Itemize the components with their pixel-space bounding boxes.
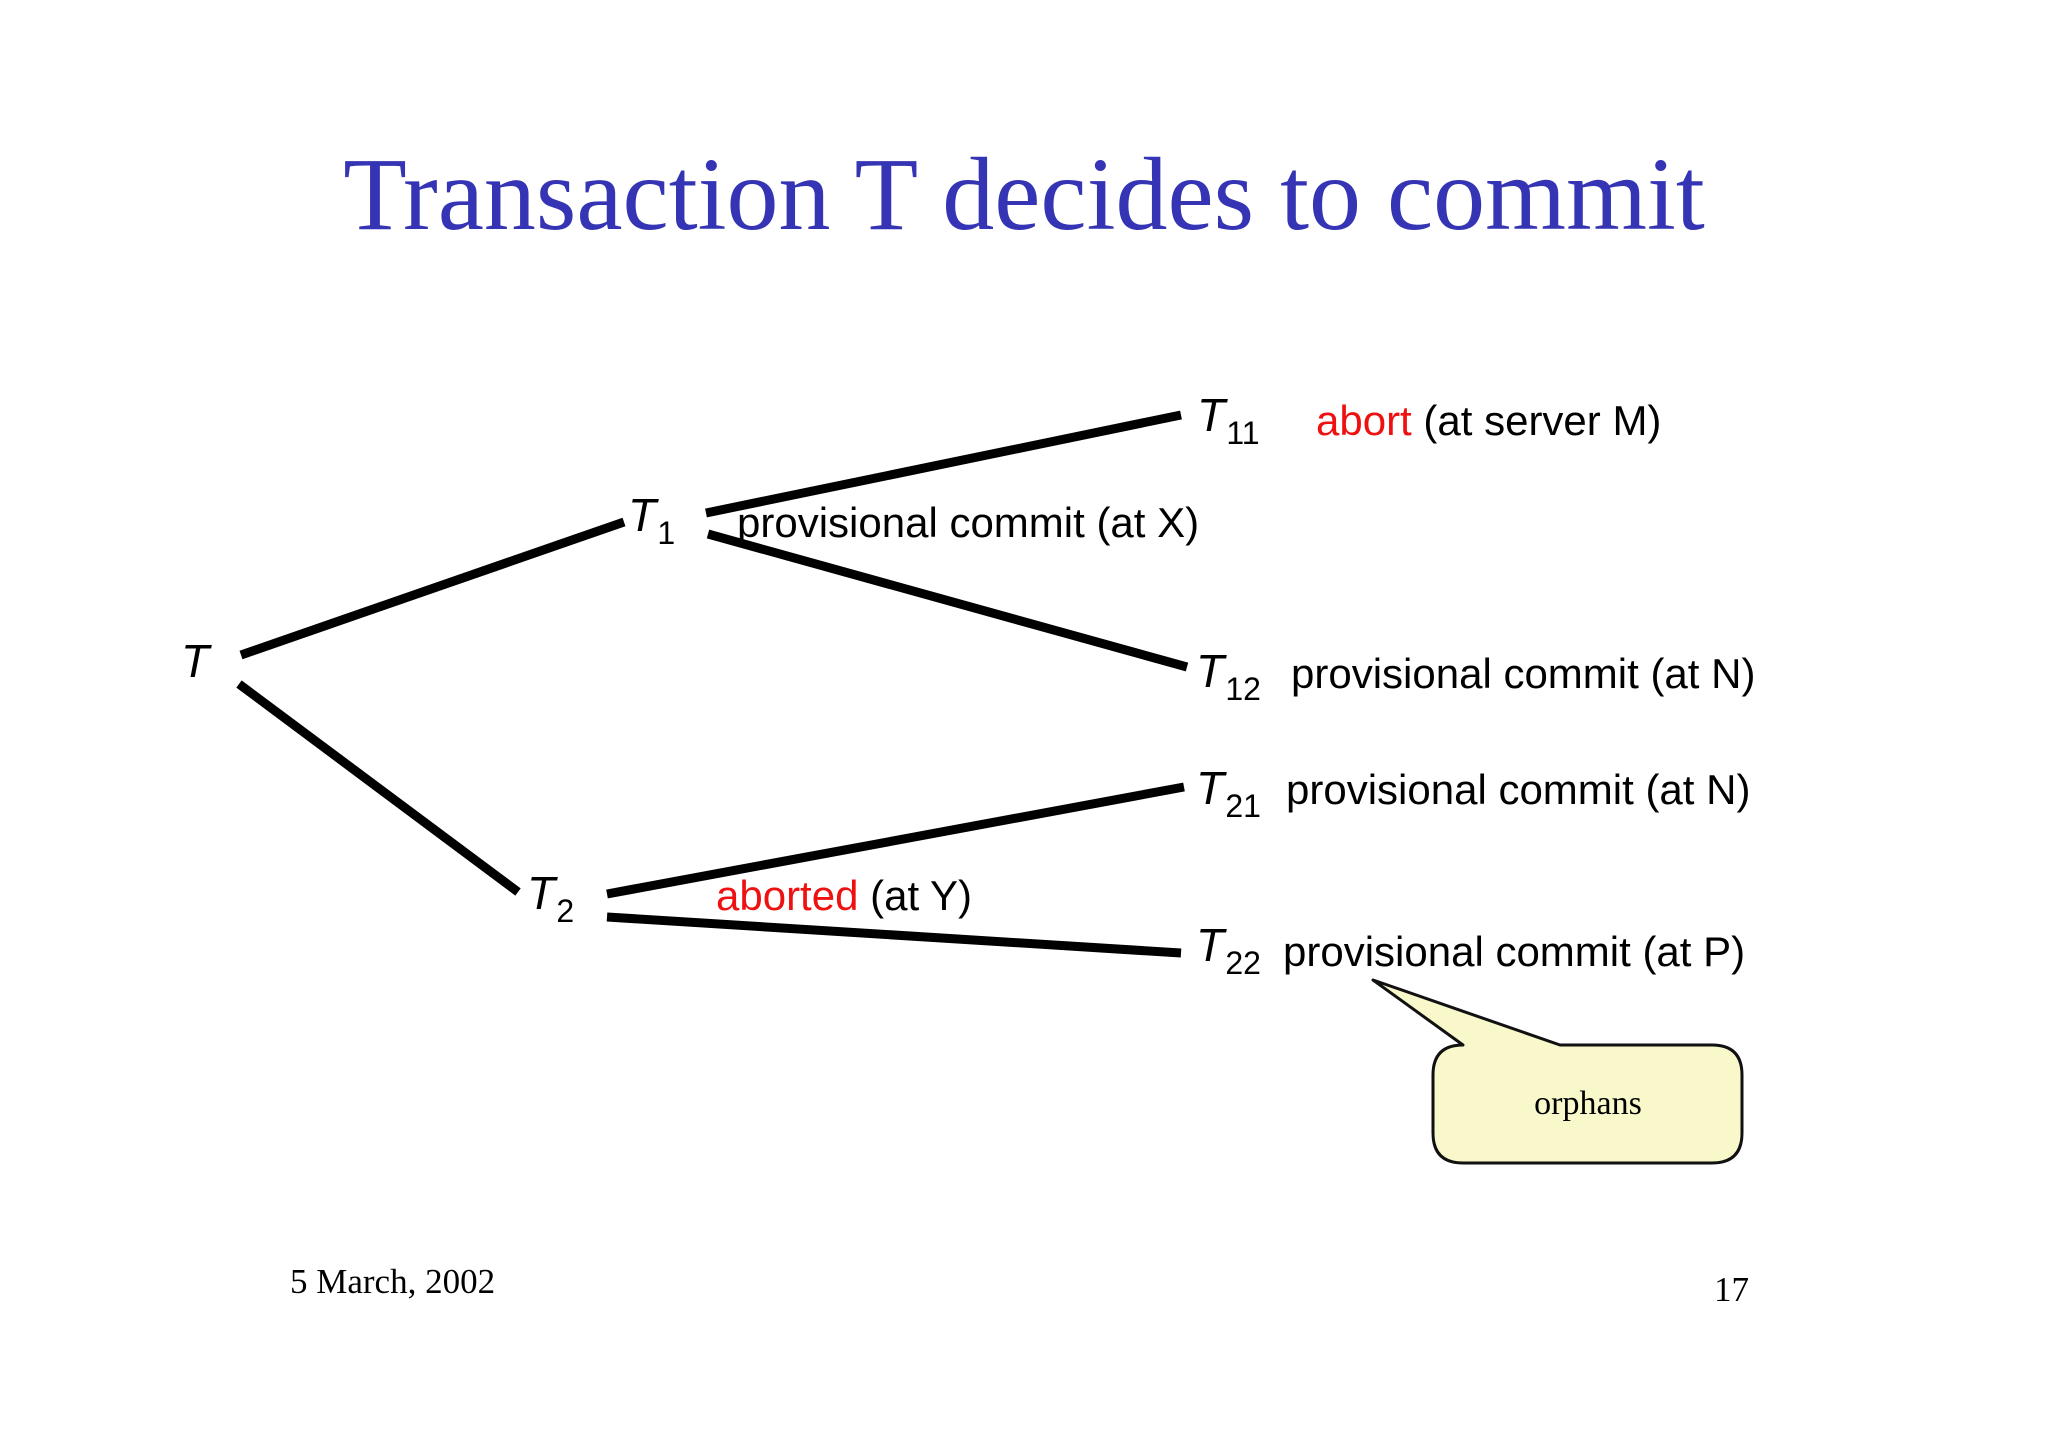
annotation-T12-text: provisional commit (at N) [1291, 650, 1756, 697]
annotation-T11-status: abort [1316, 397, 1412, 444]
annotation-T21-text: provisional commit (at N) [1286, 766, 1751, 813]
annotation-T21: provisional commit (at N) [1286, 769, 1750, 811]
node-T11-sub: 11 [1226, 415, 1260, 452]
edge-t2-t22 [606, 912, 1182, 958]
node-T2-sub: 2 [556, 893, 575, 930]
node-T2: T2 [527, 867, 574, 927]
annotation-T1: provisional commit (at X) [737, 502, 1199, 544]
orphans-callout-bubble [1371, 978, 1744, 1165]
node-T12: T12 [1196, 645, 1261, 705]
node-T22: T22 [1196, 919, 1261, 979]
node-T12-main: T [1196, 645, 1225, 697]
node-T22-main: T [1196, 919, 1225, 971]
node-T1-main: T [628, 489, 657, 541]
node-T12-sub: 12 [1225, 671, 1261, 708]
annotation-T22-text: provisional commit (at P) [1283, 928, 1746, 975]
annotation-T22: provisional commit (at P) [1283, 931, 1745, 973]
node-T22-sub: 22 [1225, 945, 1261, 982]
annotation-T12: provisional commit (at N) [1291, 653, 1755, 695]
node-T-main: T [181, 635, 210, 687]
node-T1-sub: 1 [657, 515, 676, 552]
edge-t2-t21 [606, 782, 1185, 899]
annotation-T2-text: (at Y) [858, 872, 973, 919]
node-T21-sub: 21 [1225, 788, 1261, 825]
annotation-T2-status: aborted [716, 872, 859, 919]
node-T: T [181, 638, 209, 684]
annotation-T11-text: (at server M) [1411, 397, 1662, 444]
edge-t1-t12 [706, 529, 1189, 672]
node-T11-main: T [1197, 389, 1226, 441]
annotation-T11: abort (at server M) [1316, 400, 1661, 442]
node-T2-main: T [527, 867, 556, 919]
slide-title: Transaction T decides to commit [343, 137, 1705, 252]
annotation-T2: aborted (at Y) [716, 875, 972, 917]
node-T1: T1 [628, 489, 675, 549]
edge-t-t2 [236, 680, 521, 896]
page-number: 17 [1714, 1270, 1749, 1309]
node-T21-main: T [1196, 762, 1225, 814]
orphans-callout-label: orphans [1534, 1085, 1642, 1122]
annotation-T1-text: provisional commit (at X) [737, 499, 1200, 546]
node-T11: T11 [1197, 389, 1260, 449]
node-T21: T21 [1196, 762, 1261, 822]
edge-t1-t11 [705, 410, 1182, 518]
edge-t-t1 [239, 517, 626, 660]
footer-date: 5 March, 2002 [290, 1262, 496, 1301]
